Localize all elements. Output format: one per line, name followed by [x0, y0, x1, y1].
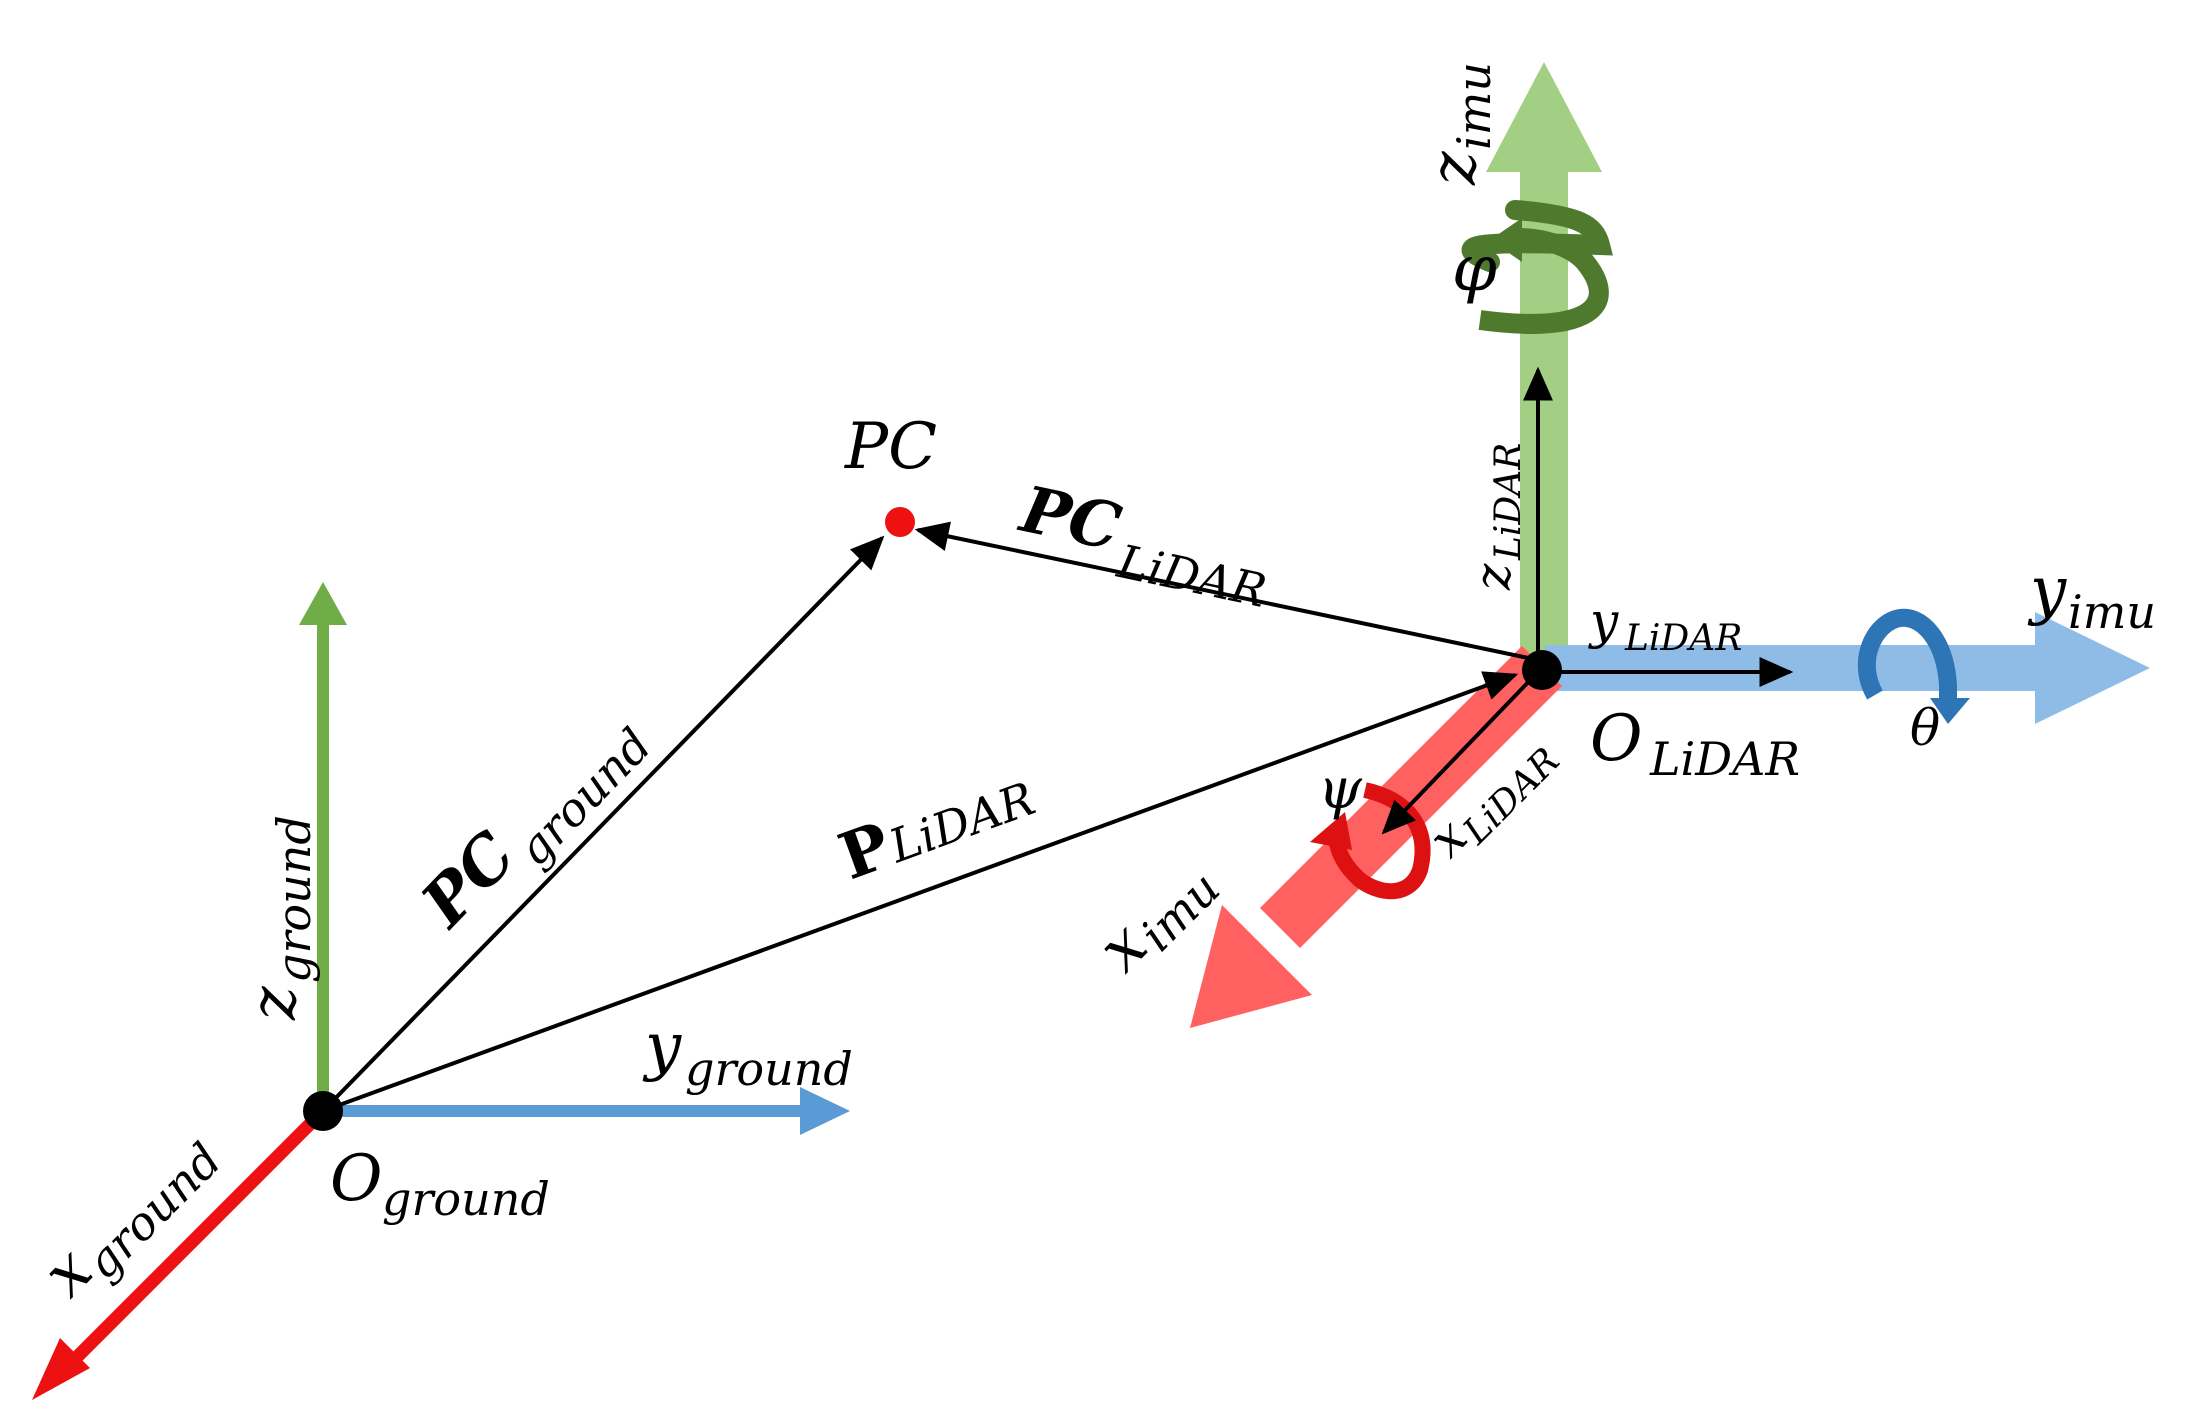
y-lidar-label: y LiDAR: [1588, 592, 1742, 659]
svg-text:y: y: [1588, 592, 1619, 650]
svg-text:LiDAR: LiDAR: [1488, 443, 1529, 561]
pc-point: [885, 507, 915, 537]
z-lidar-label: z LiDAR: [1464, 443, 1529, 591]
ground-y-axis: [323, 1087, 850, 1135]
p-lidar-label: P LiDAR: [830, 771, 1042, 895]
svg-text:ground: ground: [685, 1042, 853, 1096]
x-ground-label: x ground: [29, 1133, 232, 1312]
pc-point-label: PC: [844, 410, 937, 484]
ground-z-axis: [299, 582, 347, 1110]
svg-text:LiDAR: LiDAR: [1624, 618, 1742, 659]
svg-text:O: O: [1590, 702, 1642, 776]
o-ground-label: O ground: [330, 1142, 550, 1226]
phi-label: φ: [1452, 232, 1497, 306]
svg-text:ground: ground: [382, 1172, 550, 1226]
svg-text:z: z: [1417, 150, 1491, 186]
z-imu-label: z imu: [1417, 62, 1501, 186]
svg-text:imu: imu: [2068, 585, 2156, 639]
y-ground-label: y ground: [642, 1010, 853, 1096]
theta-rotation-arrow: [1857, 608, 1970, 724]
svg-text:LiDAR: LiDAR: [1649, 732, 1800, 786]
ground-x-axis: [32, 1106, 328, 1400]
psi-label: ψ: [1318, 757, 1363, 822]
vector-p-lidar: [322, 671, 1519, 1113]
lidar-origin-point: [1522, 650, 1562, 690]
svg-text:z: z: [237, 985, 311, 1021]
imu-y-axis: [1545, 612, 2150, 724]
svg-text:imu: imu: [1447, 62, 1501, 150]
o-lidar-label: O LiDAR: [1590, 702, 1800, 786]
phi-rotation-arrow: [1461, 200, 1613, 334]
pc-ground-label: PC ground: [406, 718, 662, 943]
svg-text:ground: ground: [75, 1133, 232, 1290]
theta-label: θ: [1910, 699, 1940, 757]
svg-text:ground: ground: [506, 718, 661, 876]
svg-text:ground: ground: [267, 815, 321, 983]
vector-pc-lidar: [914, 521, 1539, 662]
z-ground-label: z ground: [237, 815, 321, 1021]
svg-text:y: y: [2027, 554, 2067, 628]
svg-text:O: O: [330, 1142, 382, 1216]
vector-pc-ground: [321, 535, 885, 1113]
svg-text:y: y: [642, 1010, 682, 1084]
svg-text:z: z: [1464, 563, 1522, 591]
svg-text:LiDAR: LiDAR: [1112, 534, 1271, 618]
imu-x-axis: [1190, 646, 1562, 1028]
pc-lidar-label: PC LiDAR: [1013, 472, 1271, 618]
y-imu-label: y imu: [2027, 554, 2156, 639]
ground-origin-point: [303, 1091, 343, 1131]
